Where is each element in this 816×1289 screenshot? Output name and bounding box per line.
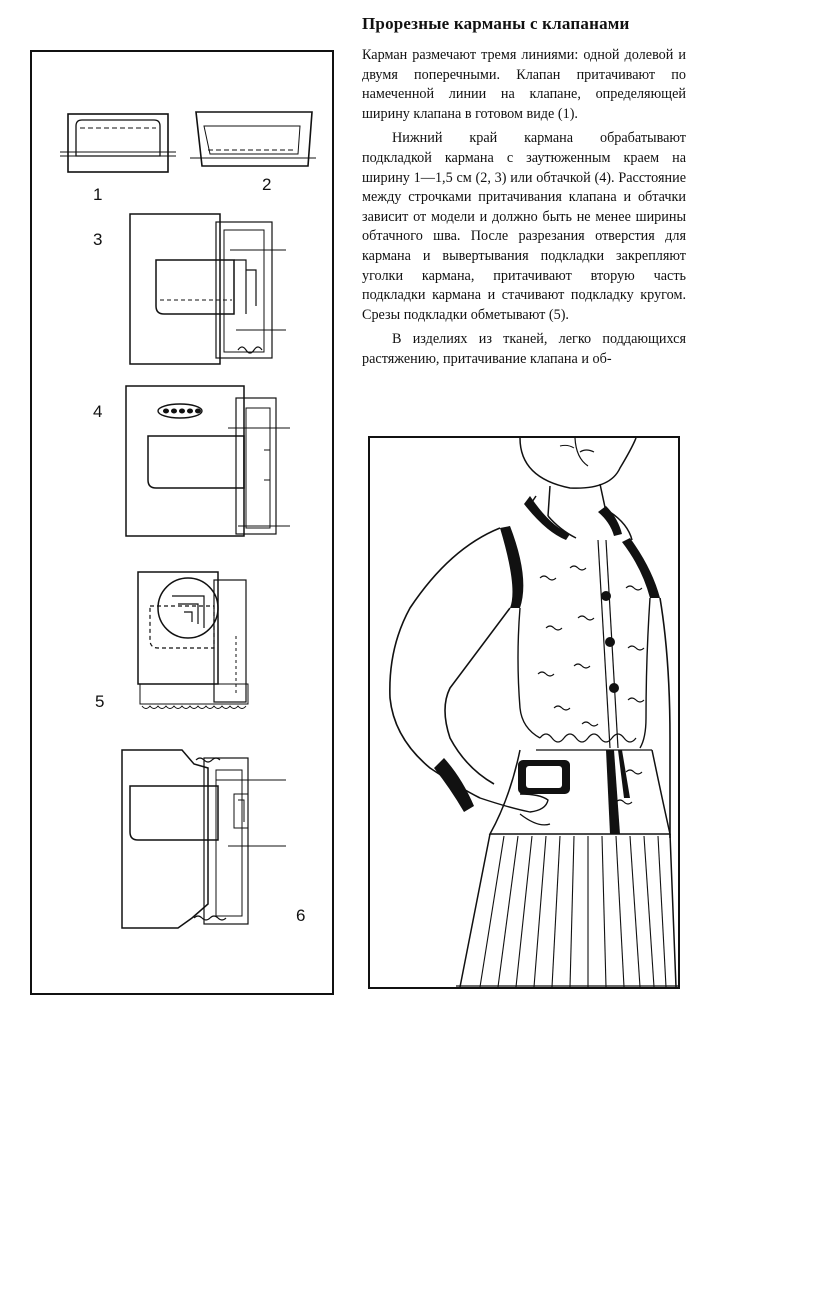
- fashion-illustration: [368, 436, 680, 989]
- pocket-diagram-6: [121, 749, 286, 929]
- figure-label-3: 3: [93, 230, 103, 249]
- figure-label-4: 4: [93, 402, 103, 421]
- diagram-panel: [30, 50, 334, 995]
- figure-label-1: 1: [93, 185, 103, 204]
- pocket-welt-diagram-4: [125, 385, 290, 537]
- paragraph-2: Нижний край кармана обрабатывают подклад…: [362, 130, 686, 323]
- figure-label-2: 2: [262, 175, 272, 194]
- pocket-diagram-3: [129, 213, 286, 365]
- section-heading: Прорезные карманы с клапанами: [362, 14, 630, 33]
- body-text: Карман размечают тремя линиями: одной до…: [362, 46, 686, 370]
- figure-label-6: 6: [296, 906, 306, 925]
- pocket-flap-diagram-2: [190, 111, 316, 167]
- fashion-figure-drawing: [389, 438, 678, 987]
- pocket-flap-diagram-1: [60, 113, 176, 173]
- figure-label-5: 5: [95, 692, 105, 711]
- pocket-diagram-5: [137, 571, 249, 709]
- paragraph-1: Карман размечают тремя линиями: одной до…: [362, 47, 686, 122]
- paragraph-3: В изделиях из тканей, легко поддающихся …: [362, 331, 686, 367]
